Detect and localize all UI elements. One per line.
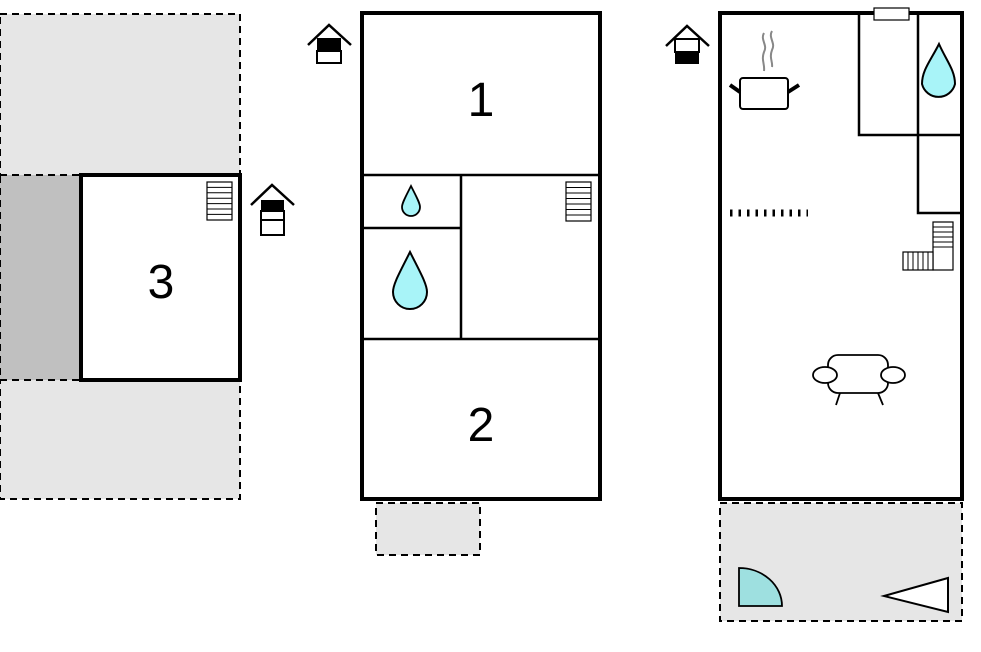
water-drop-icon [391,249,429,310]
plan-upper-floor: 3 [0,13,295,500]
stairs-icon [902,221,954,271]
room-3-label: 3 [148,256,175,309]
floor-level-icon [250,183,295,236]
stairs-icon [565,181,592,222]
cooking-pot-icon [728,30,801,110]
building-outline [360,11,602,501]
floor-level-icon [307,23,352,64]
sofa-icon [812,354,906,406]
door-swing-icon [738,567,783,607]
room-1-label: 1 [468,74,495,127]
water-drop-icon [920,41,957,98]
window-icon [873,7,910,21]
floor-level-icon [665,24,710,64]
covered-area [0,174,82,381]
triangle-icon [880,576,949,614]
plan-ground-floor: 1 2 [307,11,602,556]
stairs-icon [206,181,233,221]
room-2-label: 2 [468,399,495,452]
patio [375,502,481,556]
plan-lower-floor [665,7,964,622]
water-drop-icon [401,183,421,217]
